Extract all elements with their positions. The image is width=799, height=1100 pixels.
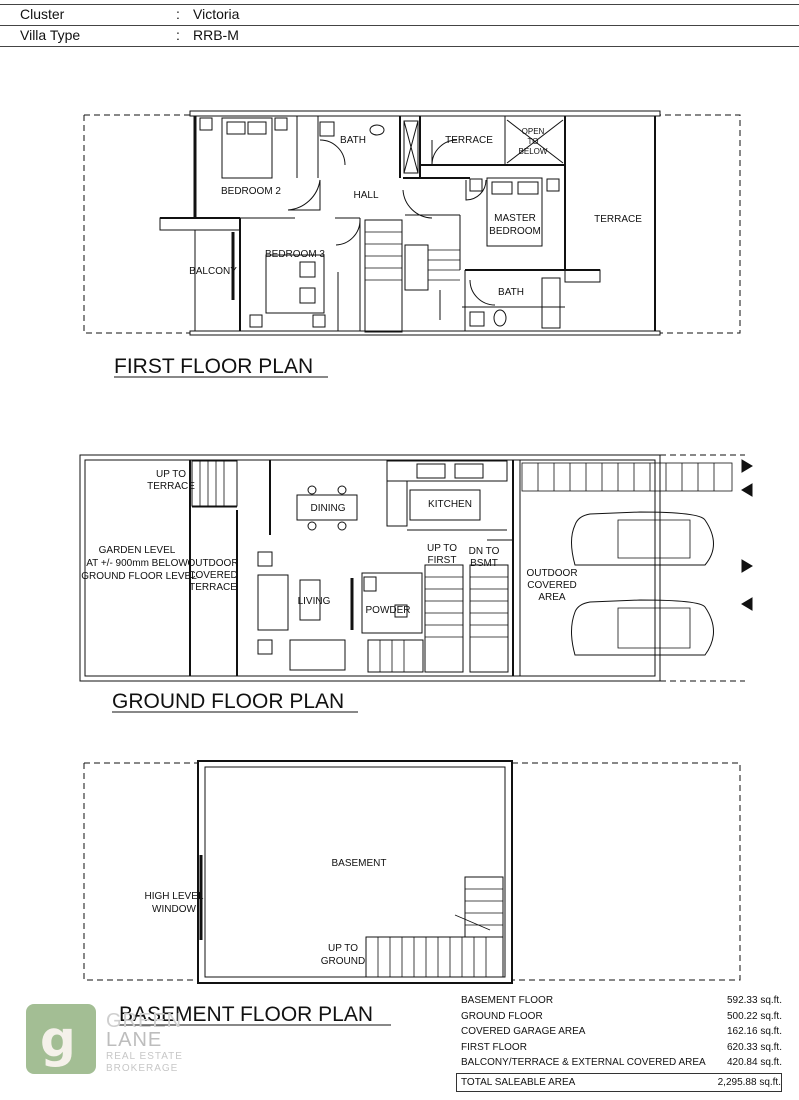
- first-floor-plan: [83, 110, 741, 336]
- outdoor-covered-terrace-label: COVERED: [188, 570, 237, 581]
- garden-level-label: AT +/- 900mm BELOW: [86, 558, 188, 569]
- outdoor-covered-area-label: OUTDOOR: [526, 568, 577, 579]
- ground-floor-title: GROUND FLOOR PLAN: [112, 690, 344, 713]
- dining-label: DINING: [311, 503, 346, 514]
- balcony-label: BALCONY: [189, 266, 237, 277]
- cluster-row: Cluster : Victoria: [0, 4, 799, 26]
- header-top-rule: [0, 4, 799, 5]
- bedroom-2-label: BEDROOM 2: [221, 186, 281, 197]
- first-floor-title: FIRST FLOOR PLAN: [114, 355, 313, 378]
- up-to-first-label: FIRST: [428, 555, 457, 566]
- dn-to-bsmt-label: DN TO: [469, 546, 500, 557]
- open-to-below-label: BELOW: [519, 147, 548, 156]
- living-label: LIVING: [298, 596, 331, 607]
- bedroom-3-label: BEDROOM 3: [265, 249, 325, 260]
- up-to-terrace-label: TERRACE: [147, 481, 195, 492]
- villa-type-label: Villa Type: [20, 27, 81, 43]
- up-to-first-label: UP TO: [427, 543, 457, 554]
- garden-level-label: GROUND FLOOR LEVEL: [81, 571, 197, 582]
- villa-type-row: Villa Type : RRB-M: [0, 25, 799, 47]
- master-bedroom-label: BEDROOM: [489, 226, 541, 237]
- bath-label: BATH: [340, 135, 366, 146]
- open-to-below-label: TO: [528, 137, 539, 146]
- cluster-value: Victoria: [193, 6, 240, 22]
- bath-2-label: BATH: [498, 287, 524, 298]
- ground-floor-plan: [79, 454, 753, 682]
- high-level-window-label: HIGH LEVEL: [145, 891, 204, 902]
- garden-level-label: GARDEN LEVEL: [99, 545, 176, 556]
- basement-floor-plan: [83, 760, 741, 984]
- terrace-right-label: TERRACE: [594, 214, 642, 225]
- basement-label: BASEMENT: [331, 858, 386, 869]
- dn-to-bsmt-label: BSMT: [470, 558, 498, 569]
- separator: :: [176, 6, 180, 22]
- car-icon: [571, 599, 714, 656]
- outdoor-covered-area-label: COVERED: [527, 580, 576, 591]
- up-to-ground-label: GROUND: [321, 956, 365, 967]
- master-bedroom-label: MASTER: [494, 213, 536, 224]
- outdoor-covered-area-label: AREA: [538, 592, 566, 603]
- logo-mark-icon: g: [26, 1004, 96, 1074]
- up-to-terrace-label: UP TO: [156, 469, 186, 480]
- villa-type-value: RRB-M: [193, 27, 239, 43]
- brokerage-logo: g GREEN LANE REAL ESTATE BROKERAGE: [26, 1004, 236, 1084]
- basement-floor-title: BASEMENT FLOOR PLAN: [119, 1003, 373, 1026]
- high-level-window-label: WINDOW: [152, 904, 196, 915]
- open-to-below-label: OPEN: [522, 127, 545, 136]
- outdoor-covered-terrace-label: OUTDOOR: [187, 558, 238, 569]
- separator: :: [176, 27, 180, 43]
- kitchen-label: KITCHEN: [428, 499, 472, 510]
- up-to-ground-label: UP TO: [328, 943, 358, 954]
- hall-label: HALL: [353, 190, 378, 201]
- outdoor-covered-terrace-label: TERRACE: [189, 582, 237, 593]
- terrace-label: TERRACE: [445, 135, 493, 146]
- car-icon: [571, 511, 714, 566]
- cluster-label: Cluster: [20, 6, 65, 22]
- powder-label: POWDER: [366, 605, 411, 616]
